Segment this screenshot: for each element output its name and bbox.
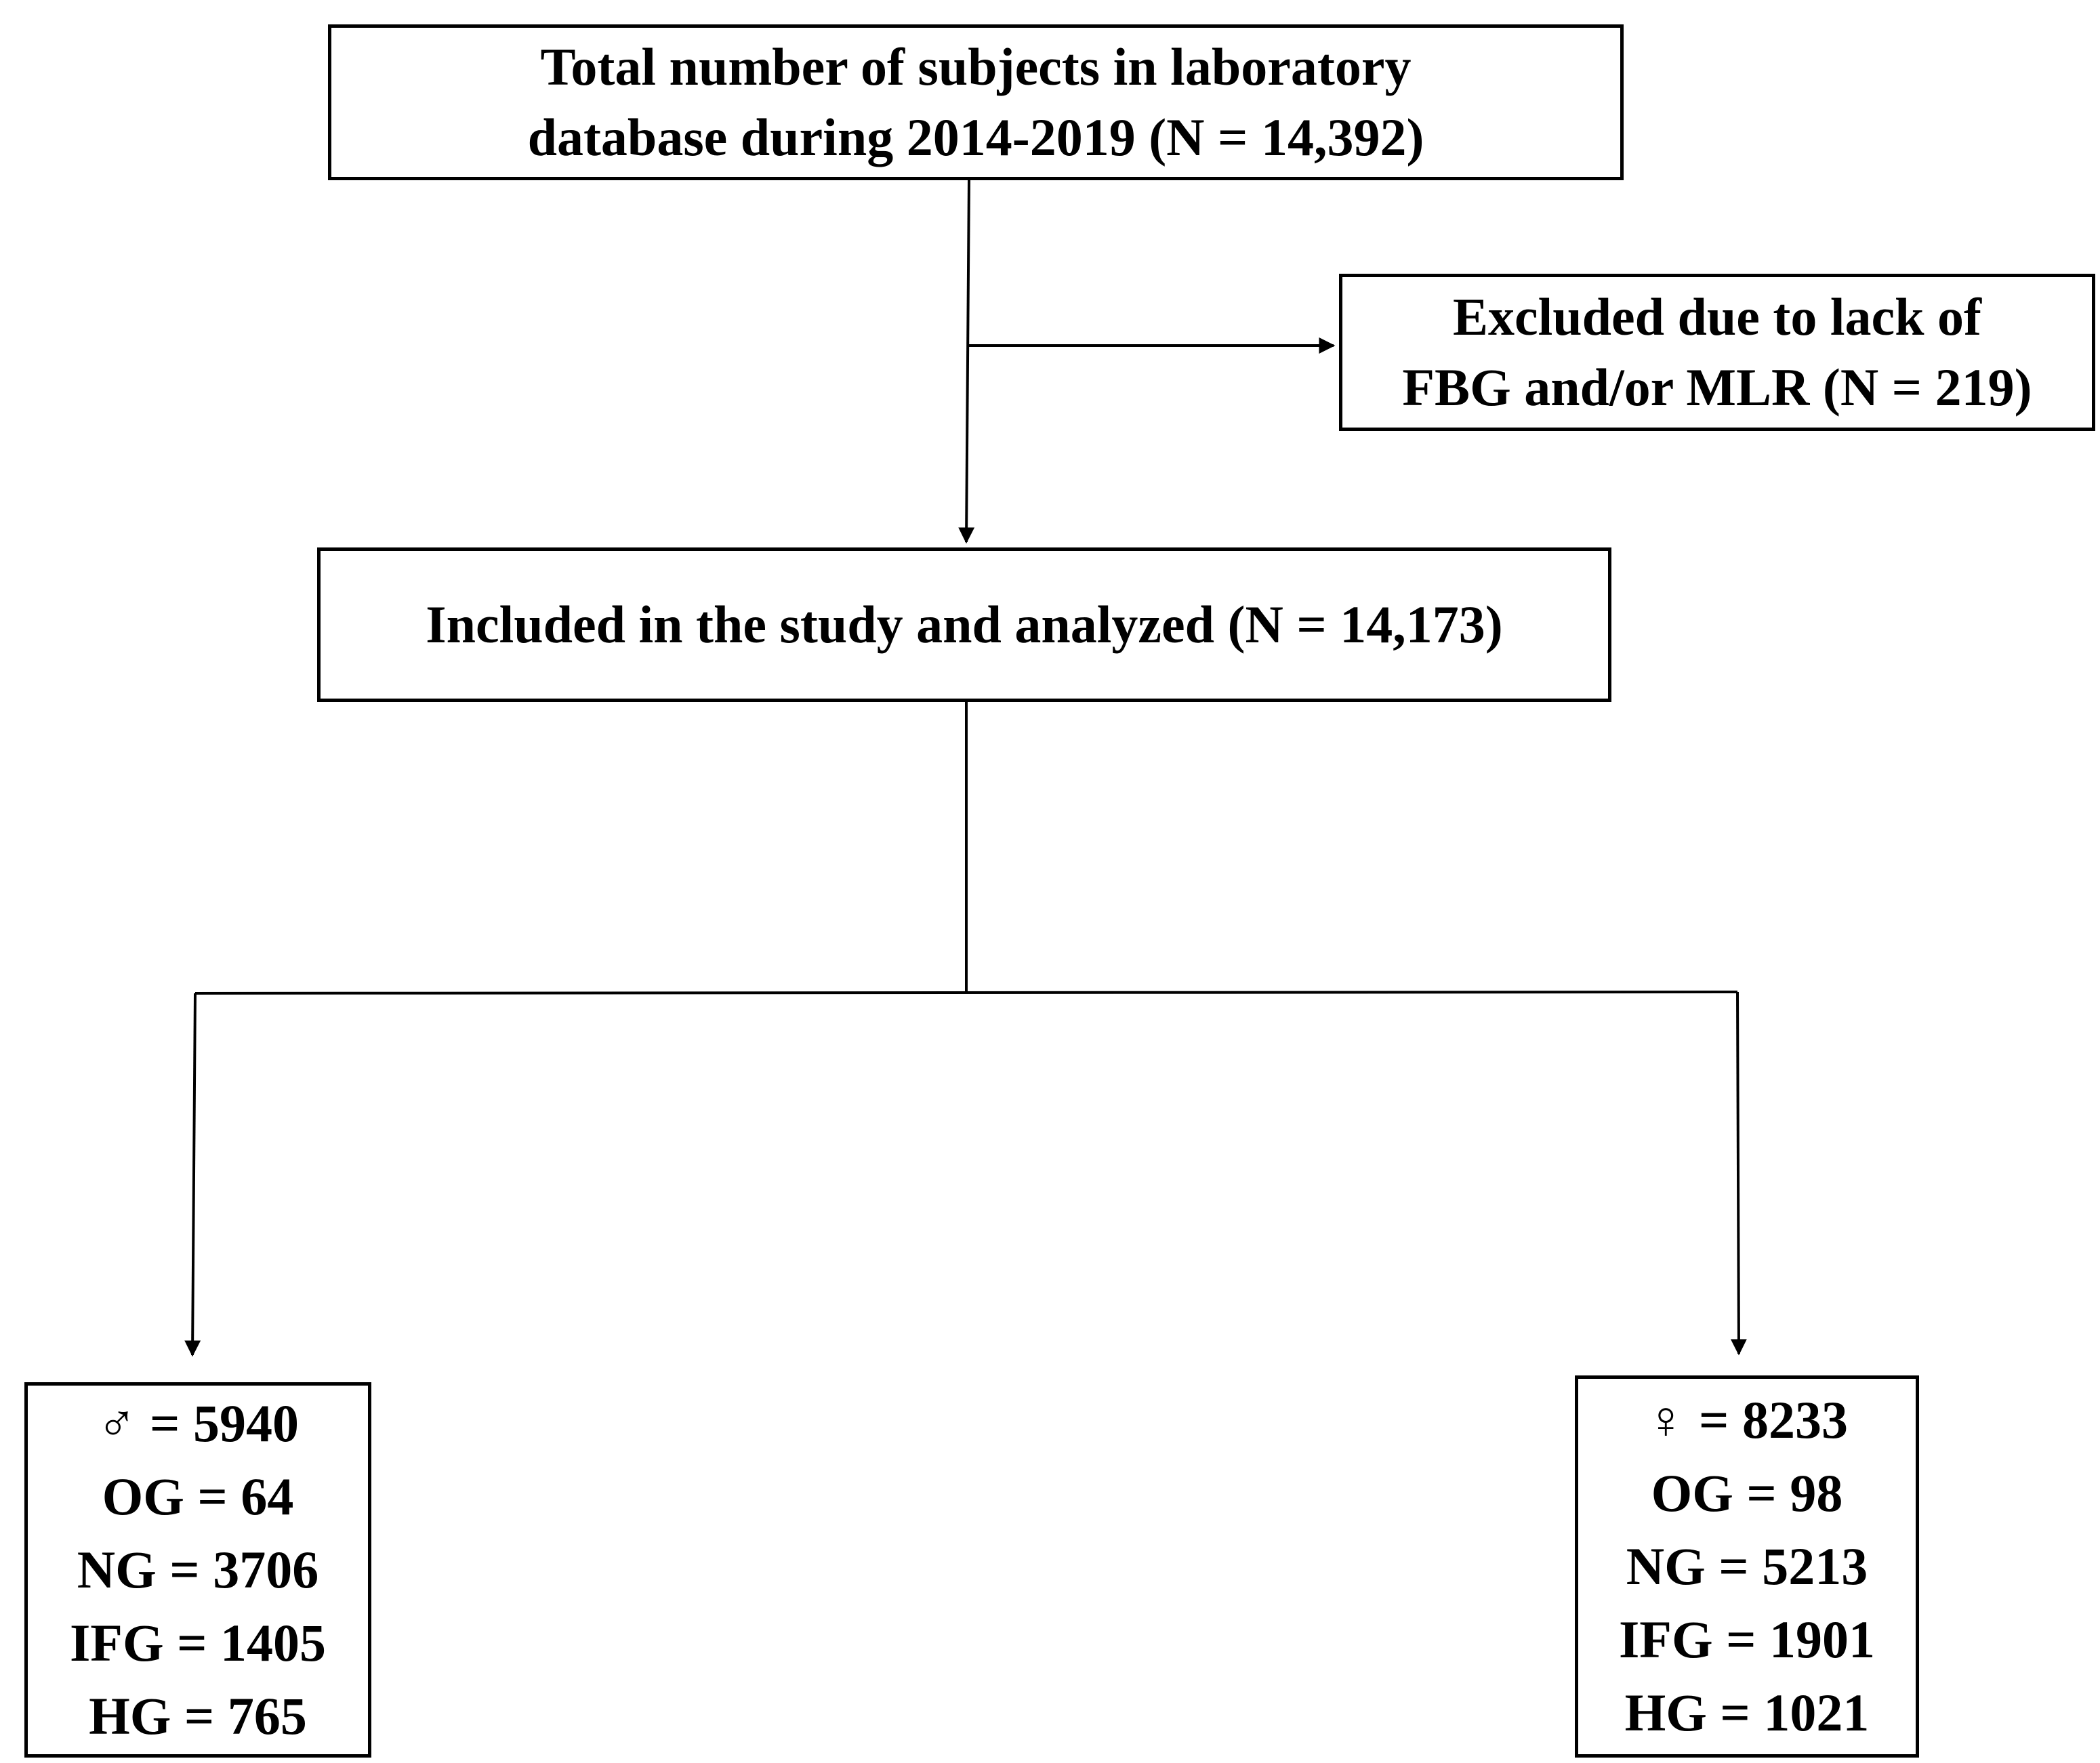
male-og: OG = 64 (102, 1467, 294, 1526)
male-total: ♂ = 5940 (97, 1394, 299, 1453)
female-hg: HG = 1021 (1624, 1683, 1870, 1742)
female-group-box: ♀ = 8233 OG = 98 NG = 5213 IFG = 1901 HG… (1575, 1375, 1919, 1758)
excluded-line2: FBG and/or MLR (N = 219) (1402, 358, 2032, 417)
included-line1: Included in the study and analyzed (N = … (426, 595, 1503, 654)
arrow-to-male (184, 993, 201, 1357)
arrow-total-to-included (958, 180, 975, 544)
included-box: Included in the study and analyzed (N = … (317, 547, 1611, 702)
total-subjects-line1: Total number of subjects in laboratory (540, 37, 1412, 96)
male-ifg: IFG = 1405 (69, 1613, 327, 1672)
male-hg: HG = 765 (89, 1686, 307, 1745)
total-subjects-line2: database during 2014-2019 (N = 14,392) (527, 108, 1424, 167)
line-split-horizontal (194, 991, 1738, 995)
female-total: ♀ = 8233 (1646, 1390, 1848, 1449)
total-subjects-box: Total number of subjects in laboratory d… (328, 24, 1624, 180)
excluded-line1: Excluded due to lack of (1452, 287, 1982, 346)
female-og: OG = 98 (1651, 1464, 1843, 1522)
female-ifg: IFG = 1901 (1618, 1610, 1876, 1669)
excluded-box: Excluded due to lack of FBG and/or MLR (… (1339, 274, 2095, 431)
male-ng: NG = 3706 (77, 1540, 319, 1599)
female-ng: NG = 5213 (1626, 1537, 1868, 1596)
male-group-box: ♂ = 5940 OG = 64 NG = 3706 IFG = 1405 HG… (24, 1382, 371, 1758)
arrow-to-female (1730, 991, 1747, 1356)
